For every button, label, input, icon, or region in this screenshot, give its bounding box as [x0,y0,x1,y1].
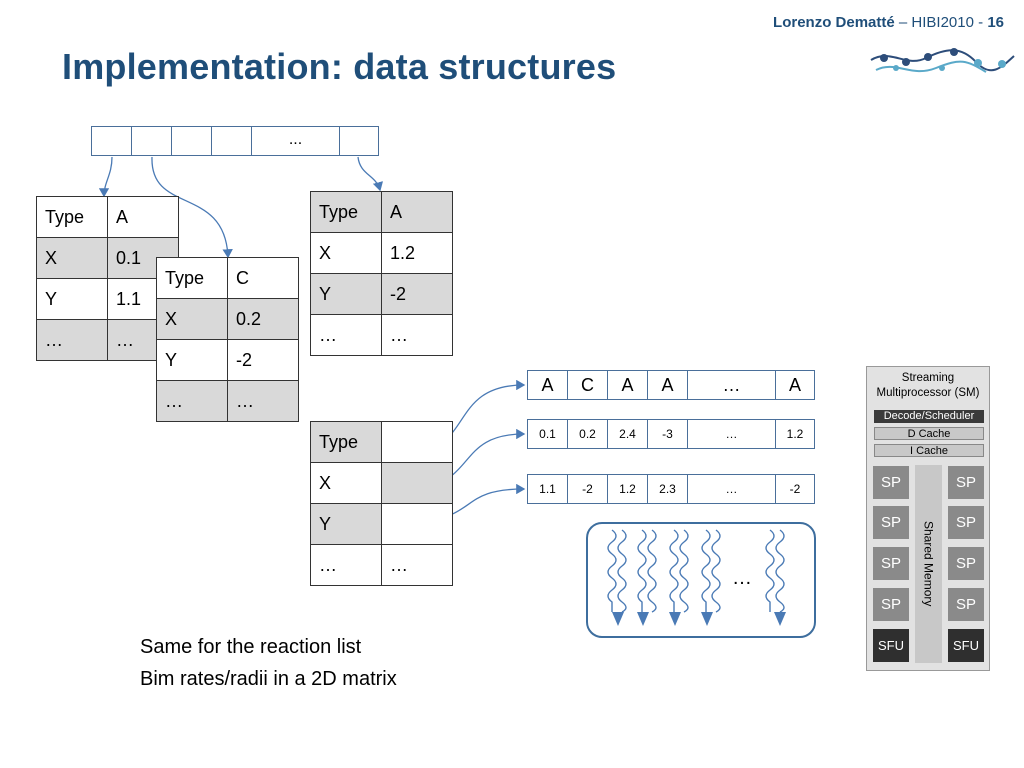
sm-sp-unit: SP [873,466,909,499]
header-separator: – [894,14,912,31]
field-key: Type [310,421,382,463]
array-cell: 1.1 [527,474,567,504]
field-pointer [381,462,453,504]
field-key: X [36,237,108,279]
field-pointer [381,421,453,463]
array-cell: A [775,370,815,400]
field-value: -2 [381,273,453,315]
sm-sp-unit: SP [873,547,909,580]
slide-header: Lorenzo Dematté – HIBI2010 - 16 [773,14,1004,31]
pointer-ellipsis-cell: ... [251,126,339,156]
sm-i-cache: I Cache [874,444,984,457]
sm-sp-unit: SP [948,506,984,539]
field-value: … [227,380,299,422]
sm-sp-unit: SP [873,588,909,621]
thread-warp-box [586,522,816,638]
field-key: Y [310,503,382,545]
sm-d-cache: D Cache [874,427,984,440]
pointer-cell [211,126,251,156]
sm-sp-unit: SP [873,506,909,539]
array-cell: -3 [647,419,687,449]
slide-title: Implementation: data structures [62,46,617,87]
page-number: 16 [987,14,1004,31]
array-cell: C [567,370,607,400]
field-value: A [381,191,453,233]
author-name: Lorenzo Dematté [773,14,895,31]
field-key: Type [36,196,108,238]
field-value: 1.2 [381,232,453,274]
array-cell: 2.3 [647,474,687,504]
field-value: … [381,314,453,356]
array-cell: -2 [567,474,607,504]
field-key: Y [310,273,382,315]
pointer-array: ... [91,126,379,156]
field-pointer [381,503,453,545]
field-key: Type [310,191,382,233]
sm-decode-scheduler: Decode/Scheduler [874,410,984,423]
array-cell: A [607,370,647,400]
sm-shared-memory-label: Shared Memory [921,521,936,607]
y-array: 1.1 -2 1.2 2.3 … -2 [527,474,815,504]
field-key: X [310,232,382,274]
pointer-cell [91,126,131,156]
sm-title: Streaming Multiprocessor (SM) [866,371,990,401]
sm-sp-unit: SP [948,466,984,499]
field-value: 0.2 [227,298,299,340]
sm-sfu-unit: SFU [948,629,984,662]
field-value: A [107,196,179,238]
array-cell: 1.2 [775,419,815,449]
array-cell: … [687,370,775,400]
note-reaction-list: Same for the reaction list [140,636,362,658]
field-value: -2 [227,339,299,381]
array-cell: A [647,370,687,400]
field-key: Type [156,257,228,299]
hibi-logo-icon [870,48,1015,73]
field-key: Y [36,278,108,320]
array-cell: 0.2 [567,419,607,449]
array-cell: … [687,474,775,504]
field-value: … [381,544,453,586]
field-key: … [156,380,228,422]
field-key: X [310,462,382,504]
sm-title-line1: Streaming [901,372,955,384]
array-cell: 2.4 [607,419,647,449]
array-cell: … [687,419,775,449]
sm-shared-memory [915,465,942,663]
header-dash: - [973,14,988,31]
field-key: X [156,298,228,340]
sm-title-line2: Multiprocessor (SM) [876,387,980,399]
sm-sfu-unit: SFU [873,629,909,662]
array-cell: -2 [775,474,815,504]
sm-sp-unit: SP [948,547,984,580]
event-name: HIBI2010 [911,14,974,31]
warp-ellipsis: … [732,567,752,589]
array-cell: 0.1 [527,419,567,449]
thread-squiggles [607,529,785,613]
sm-sp-unit: SP [948,588,984,621]
pointer-cell [339,126,379,156]
field-key: … [310,544,382,586]
x-array: 0.1 0.2 2.4 -3 … 1.2 [527,419,815,449]
thread-arrowheads [612,612,786,626]
type-array: A C A A … A [527,370,815,400]
pointer-cell [171,126,211,156]
pointer-cell [131,126,171,156]
field-key: Y [156,339,228,381]
note-bim-rates: Bim rates/radii in a 2D matrix [140,668,397,690]
soa-struct-table: Type X Y …… [310,421,453,586]
field-key: … [310,314,382,356]
array-cell: A [527,370,567,400]
array-cell: 1.2 [607,474,647,504]
field-key: … [36,319,108,361]
field-value: C [227,257,299,299]
